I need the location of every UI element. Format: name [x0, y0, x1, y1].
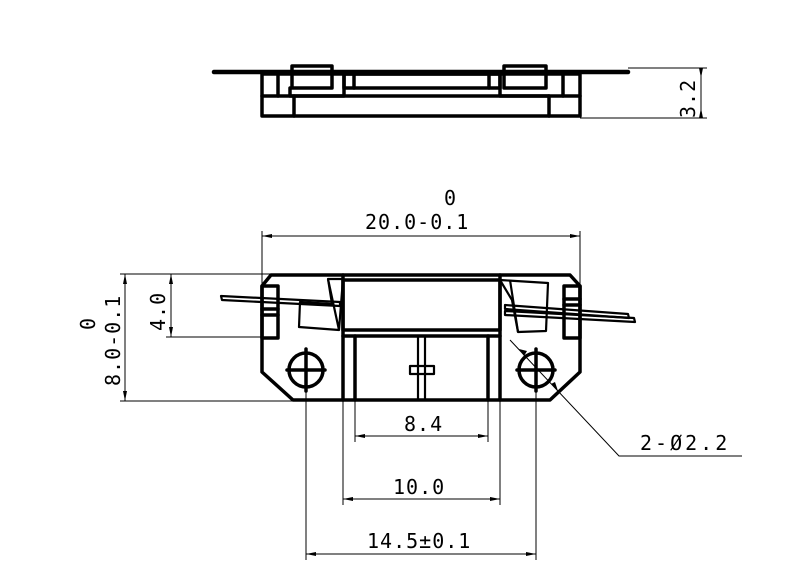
dimension-lines: [120, 231, 742, 560]
height-dim-label: 8.0-0.1: [101, 294, 125, 386]
width-dim-upper-tol: 0: [444, 186, 458, 210]
hole-callout-label: 2-Ø2.2: [640, 431, 731, 455]
hole-spacing-dim-label: 14.5±0.1: [367, 529, 472, 553]
width-dim-label: 20.0-0.1: [365, 210, 470, 234]
upper-height-dim-label: 4.0: [146, 291, 170, 331]
top-height-dim-label: 3.2: [676, 78, 700, 118]
inner-width-dim-label: 8.4: [404, 412, 444, 436]
mid-width-dim-label: 10.0: [393, 475, 446, 499]
top-view: [211, 64, 707, 119]
height-dim-upper-tol: 0: [76, 316, 100, 330]
front-view: [219, 273, 637, 402]
